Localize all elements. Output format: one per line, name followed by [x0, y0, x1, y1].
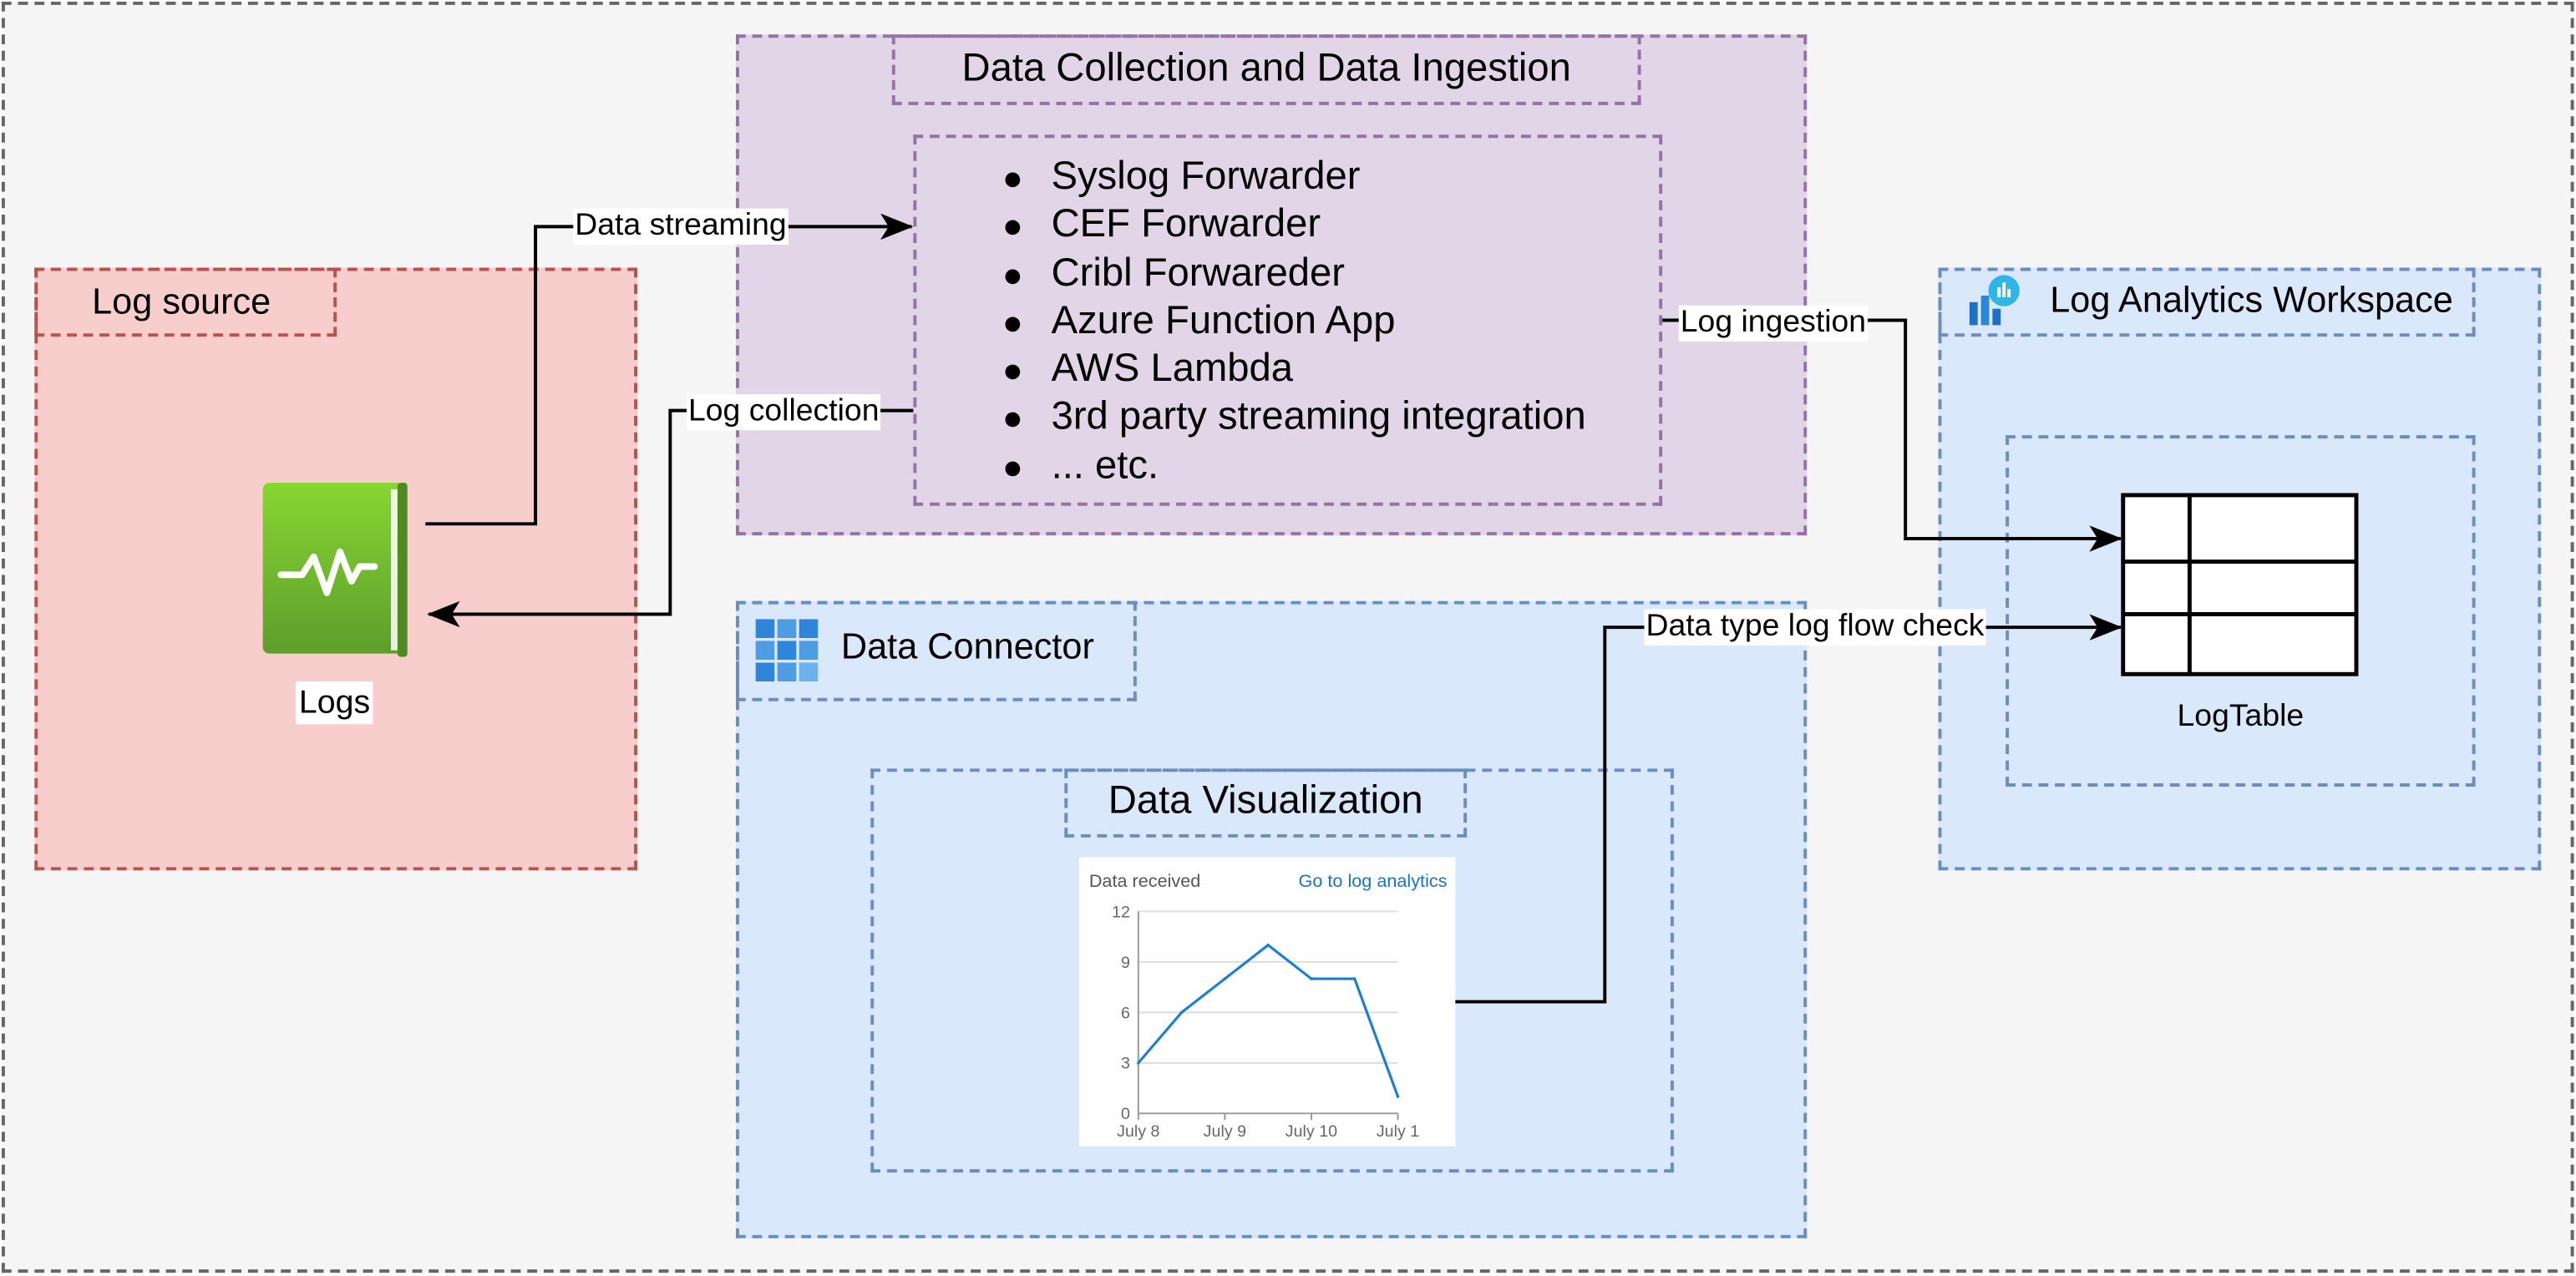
chart-y-tick-label: 6: [1121, 1004, 1130, 1022]
chart-data-point: [1137, 1061, 1140, 1065]
ingestion-method-item: Syslog Forwarder: [913, 153, 1585, 201]
chart-data-point: [1396, 1095, 1400, 1098]
ingestion-title-box: [891, 34, 1641, 105]
edge-label-log-ingestion: Log ingestion: [1678, 305, 1869, 342]
log-table-label: LogTable: [2177, 699, 2305, 735]
ingestion-method-item: CEF Forwarder: [913, 201, 1585, 250]
log-analytics-icon: [1969, 275, 2020, 326]
ingestion-title: Data Collection and Data Ingestion: [961, 46, 1571, 91]
chart-data-point: [1223, 977, 1227, 980]
log-source-title: Log source: [92, 281, 271, 322]
edge-label-log-collection: Log collection: [687, 393, 881, 431]
edge-label-data-streaming: Data streaming: [573, 208, 789, 246]
ingestion-method-item: 3rd party streaming integration: [913, 393, 1586, 442]
ingestion-method-item: Azure Function App: [913, 297, 1585, 346]
ingestion-method-item: ... etc.: [913, 442, 1585, 490]
logs-label: Logs: [295, 681, 374, 725]
workspace-title-box: [1938, 267, 2476, 337]
chart-y-tick-label: 12: [1112, 903, 1130, 921]
ingestion-method-item: AWS Lambda: [913, 345, 1585, 393]
chart-data-point: [1310, 977, 1313, 980]
log-source-title-box: [34, 267, 337, 337]
ingestion-items-box: [913, 134, 1663, 506]
log-table-icon[interactable]: [2121, 493, 2360, 676]
logs-book-icon[interactable]: [260, 479, 411, 657]
data-connector-icon: [755, 619, 819, 682]
go-to-log-analytics-link[interactable]: Go to log analytics: [1298, 872, 1448, 892]
chart-data-point: [1179, 1010, 1184, 1015]
ingestion-method-item: Cribl Forwareder: [913, 249, 1585, 297]
edge-label-flow-check: Data type log flow check: [1644, 609, 1986, 646]
data-received-chart-card[interactable]: Data received Go to log analytics 0 3 6 9 12…: [1079, 857, 1456, 1147]
chart-y-tick-label: 3: [1121, 1055, 1130, 1073]
chart-x-tick-label: July 8: [1117, 1122, 1159, 1141]
workspace-title: Log Analytics Workspace: [2050, 279, 2453, 321]
chart-data-point: [1266, 943, 1270, 947]
chart-series-line: [1137, 944, 1400, 1097]
connector-title: Data Connector: [840, 625, 1094, 667]
chart-x-tick-label: July 1: [1377, 1122, 1419, 1141]
chart-y-tick-label: 9: [1121, 954, 1130, 972]
visualization-title: Data Visualization: [1108, 778, 1423, 823]
chart-title: Data received: [1088, 872, 1201, 892]
chart-x-tick-label: July 10: [1285, 1122, 1337, 1141]
chart-data-point: [1352, 977, 1356, 980]
workspace-inner-box: [2006, 435, 2476, 787]
chart-y-tick-label: 0: [1121, 1105, 1130, 1123]
chart-x-tick-label: July 9: [1204, 1122, 1246, 1141]
connector-title-box: [736, 600, 1137, 701]
